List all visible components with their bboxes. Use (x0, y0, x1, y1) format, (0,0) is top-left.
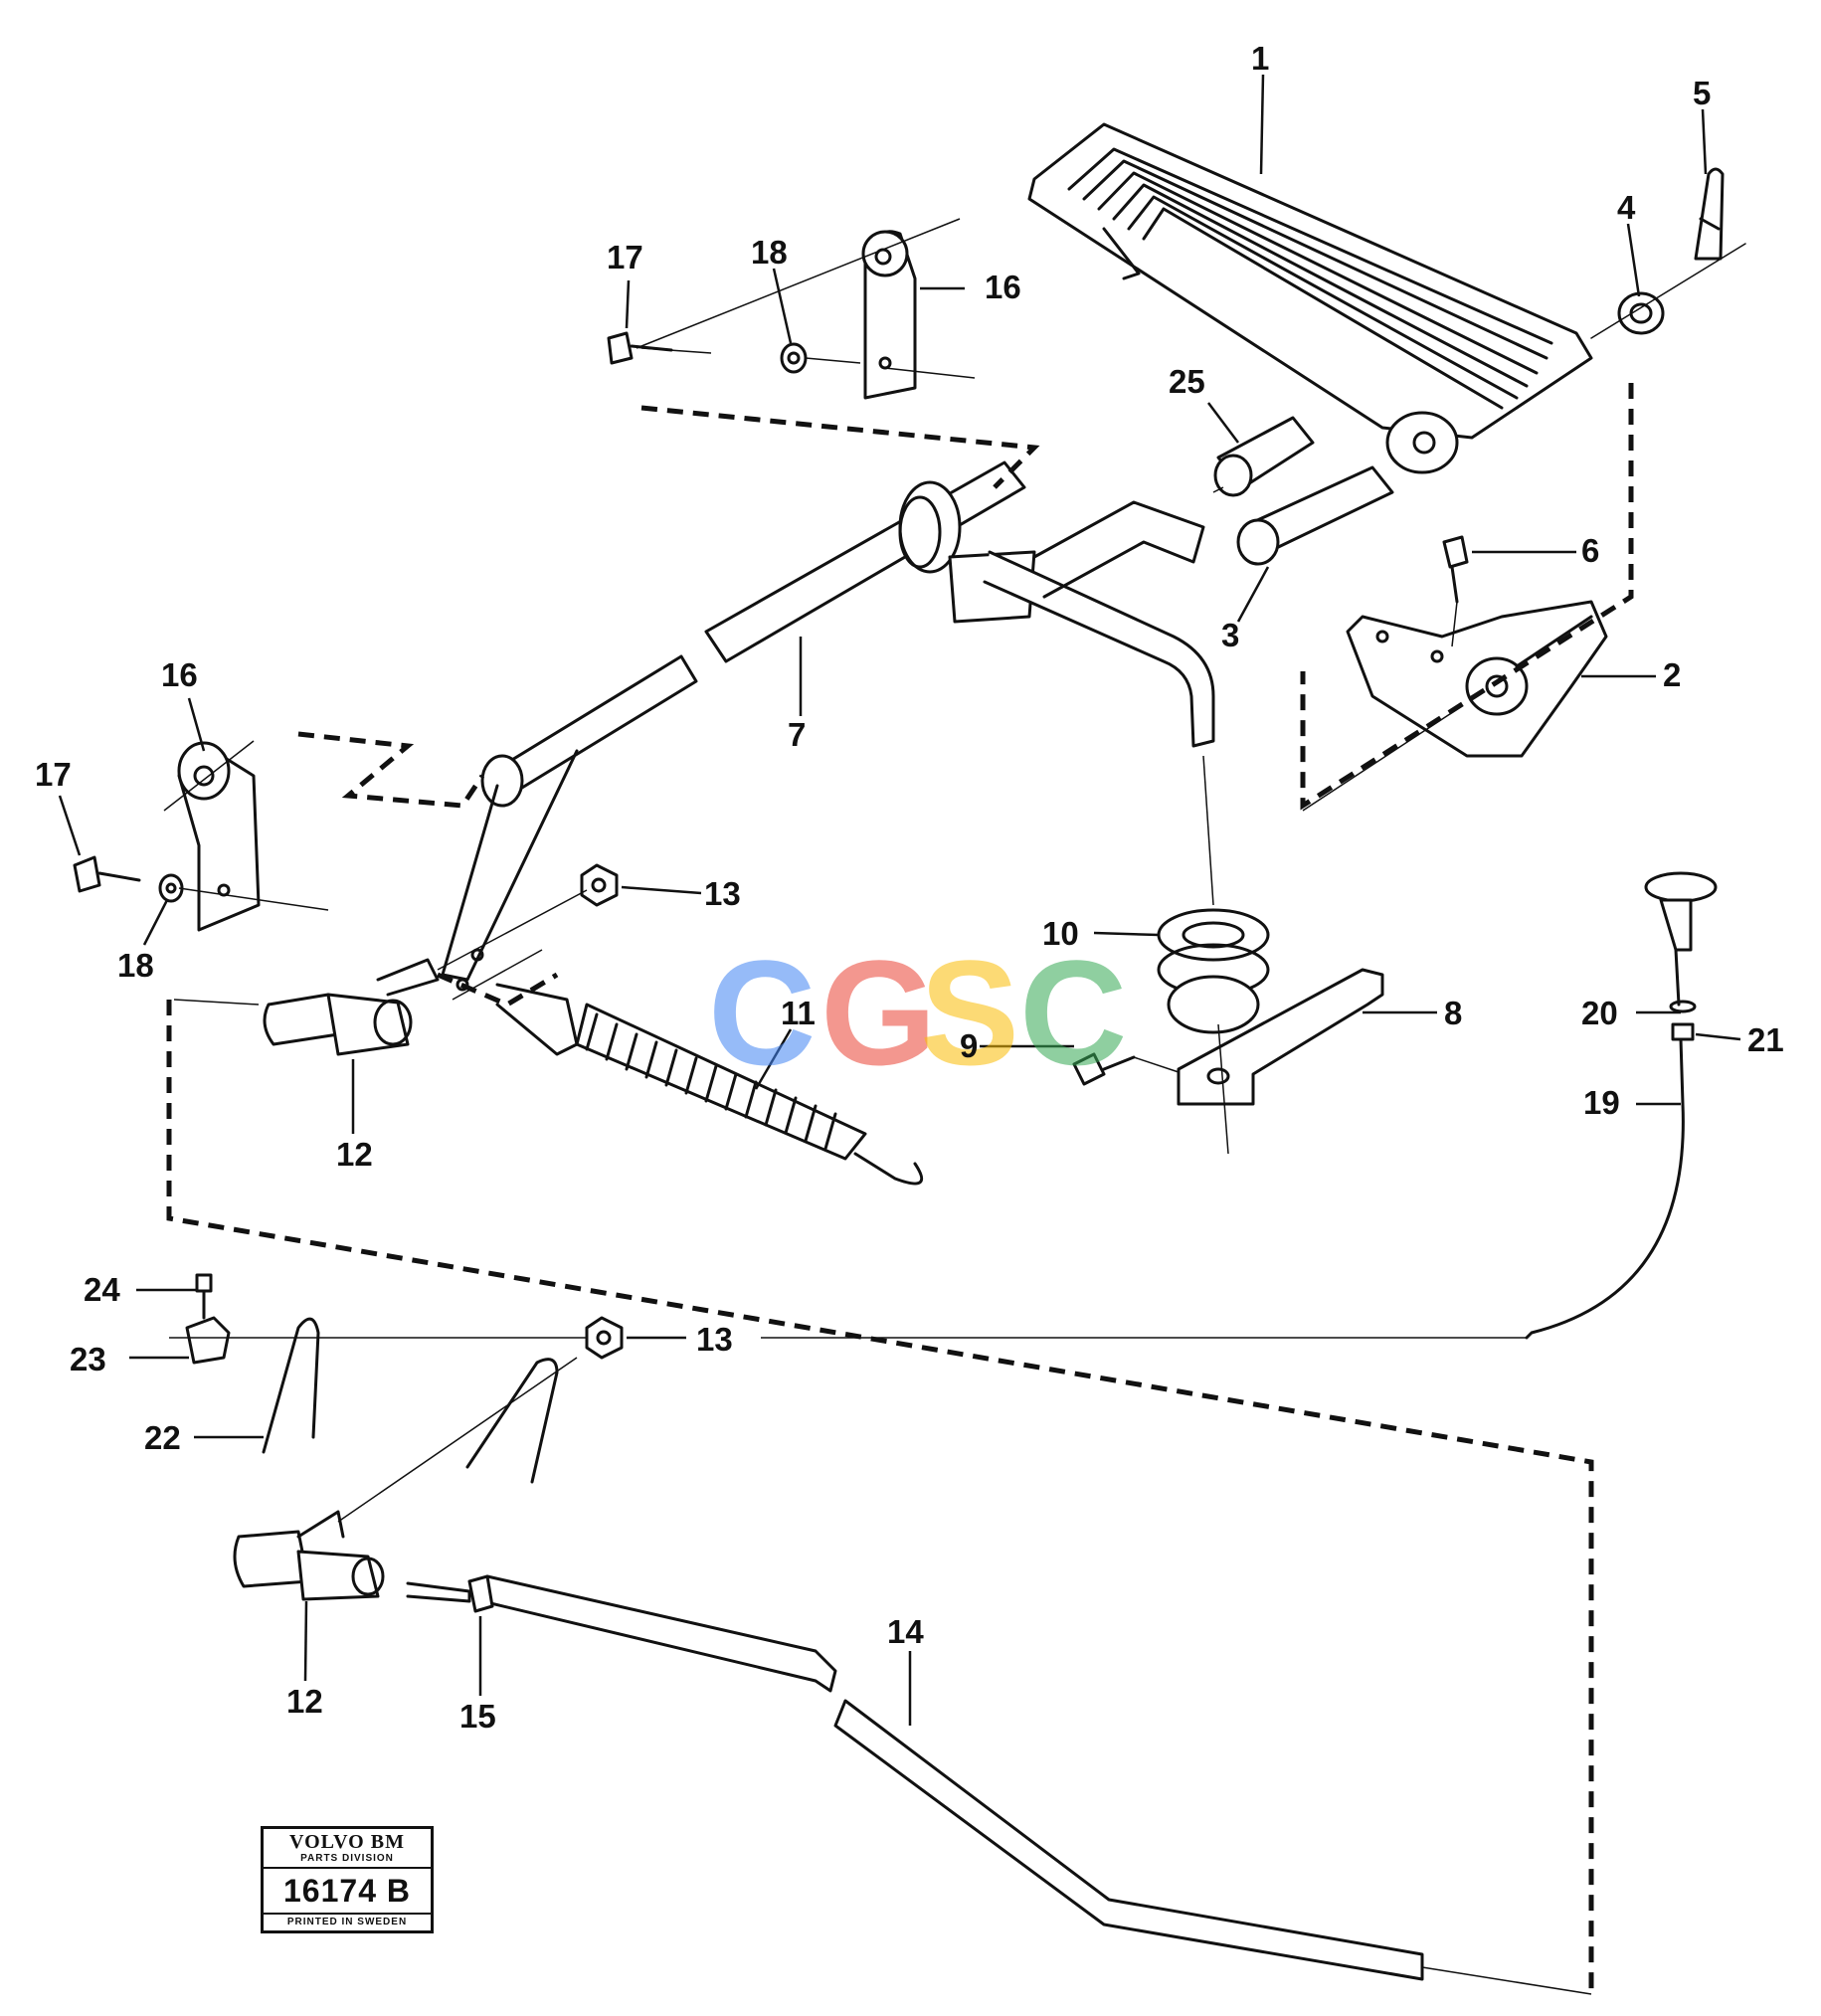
callout-3: 3 (1221, 617, 1239, 653)
accelerator-pedal (1027, 122, 1593, 474)
callout-5: 5 (1693, 75, 1711, 111)
callout-13-upper: 13 (704, 875, 741, 912)
callout-2: 2 (1663, 656, 1681, 693)
callout-17-lower: 17 (35, 756, 72, 793)
callout-23: 23 (70, 1341, 106, 1377)
callout-19: 19 (1583, 1084, 1620, 1121)
stamp-division: PARTS DIVISION (264, 1853, 431, 1869)
control-cable (1525, 871, 1718, 1340)
bolt-9 (1072, 1052, 1136, 1086)
watermark-letter-c1: C (708, 929, 816, 1096)
callout-16-lower: 16 (161, 656, 198, 693)
lock-nut-15 (406, 1574, 494, 1613)
watermark-letter-s: S (920, 929, 1019, 1096)
pedal-shaft (441, 460, 1215, 992)
callout-12-lower: 12 (286, 1683, 323, 1720)
stamp-printed: PRINTED IN SWEDEN (286, 1917, 408, 1927)
bushing-25 (1213, 416, 1315, 497)
callout-9: 9 (960, 1027, 978, 1064)
callout-12-upper: 12 (336, 1136, 373, 1173)
callout-16-upper: 16 (985, 269, 1021, 305)
stamp-brand: VOLVO BM (289, 1831, 405, 1853)
callout-18-upper: 18 (751, 234, 788, 271)
callout-15: 15 (459, 1698, 496, 1735)
callout-20: 20 (1581, 995, 1618, 1031)
callout-6: 6 (1581, 532, 1599, 569)
callout-10: 10 (1042, 915, 1079, 952)
callout-13-lower: 13 (696, 1321, 733, 1358)
callout-24: 24 (84, 1271, 120, 1308)
callout-labels: 1 5 4 16 18 17 25 6 3 2 7 16 17 13 18 10… (35, 40, 1784, 1735)
watermark-letter-c2: C (1019, 929, 1127, 1096)
mounting-bracket-upper (861, 230, 917, 400)
control-rod (480, 1574, 1424, 1981)
callout-8: 8 (1444, 995, 1462, 1031)
stamp-number: 16174 B (264, 1869, 431, 1915)
rubber-grommet (1157, 908, 1270, 1034)
retaining-clip (1694, 167, 1725, 261)
cable-clamp-23 (185, 1316, 231, 1365)
nut-13-lower (585, 1316, 624, 1360)
callout-1: 1 (1251, 40, 1269, 77)
nut-13-upper (580, 863, 619, 907)
return-spring (495, 983, 924, 1186)
pivot-pin (1236, 465, 1394, 566)
hinge-bracket (1346, 600, 1608, 758)
mounting-bracket-lower (177, 741, 261, 932)
washer-18-upper (780, 342, 808, 374)
bolt-6 (1442, 535, 1469, 604)
callout-4: 4 (1617, 189, 1636, 226)
pedal-stop-bracket (1177, 968, 1384, 1106)
screw-24 (195, 1273, 213, 1320)
volvo-bm-stamp: VOLVO BM PARTS DIVISION 16174 B PRINTED … (261, 1826, 434, 1933)
watermark-letter-g: G (820, 929, 937, 1096)
callout-18-lower: 18 (117, 947, 154, 984)
callout-11: 11 (781, 995, 816, 1031)
callout-21: 21 (1747, 1021, 1784, 1058)
ball-joint-lower (233, 1510, 385, 1601)
ball-joint-upper (263, 958, 440, 1056)
washer-18-lower (158, 873, 184, 903)
callout-25: 25 (1169, 363, 1205, 400)
callout-22: 22 (144, 1419, 181, 1456)
lever-arm-22 (262, 1317, 559, 1484)
washer-4 (1617, 291, 1665, 335)
callout-14: 14 (887, 1613, 924, 1650)
callout-17-upper: 17 (607, 239, 643, 275)
callout-7: 7 (788, 716, 806, 753)
watermark: C G S C (708, 929, 1127, 1096)
bolt-17-lower (73, 855, 141, 893)
